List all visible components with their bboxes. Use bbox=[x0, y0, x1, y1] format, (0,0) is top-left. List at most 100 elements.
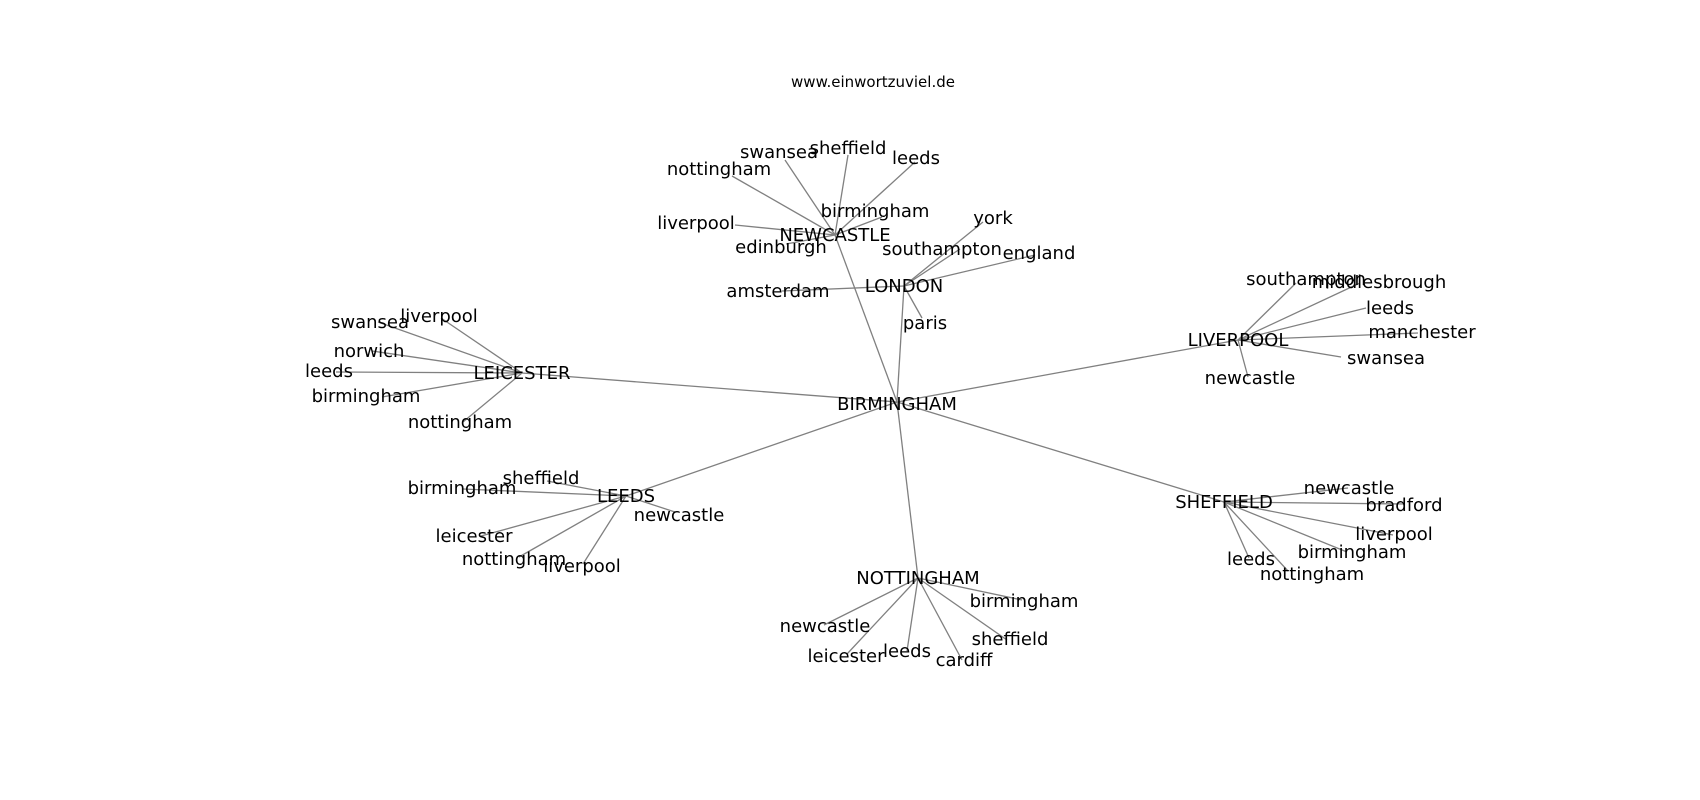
node-hub-leeds-label: LEEDS bbox=[597, 486, 655, 507]
edge-newcastle-sheffield bbox=[834, 154, 849, 236]
node-leaf-liverpool-swansea-label: swansea bbox=[1347, 348, 1425, 369]
node-leaf-liverpool-leeds-label: leeds bbox=[1366, 298, 1414, 319]
edge-sheffield-leeds bbox=[1223, 501, 1250, 559]
edge-newcastle-leeds bbox=[834, 161, 916, 236]
edge-london-paris bbox=[903, 285, 923, 319]
labels-layer: BIRMINGHAM LONDON amsterdam paris york southa… bbox=[305, 138, 1476, 671]
edge-leeds-birmingham bbox=[462, 488, 627, 497]
edge-liverpool-swansea bbox=[1237, 339, 1342, 358]
edge-leeds-leicester bbox=[480, 495, 627, 537]
node-leaf-leeds-leicester-label: leicester bbox=[436, 526, 514, 547]
node-leaf-newcastle-swansea-label: swansea bbox=[740, 142, 818, 163]
node-leaf-nottingham-newcastle-label: newcastle bbox=[780, 616, 871, 637]
edge-sheffield-newcastle bbox=[1223, 487, 1349, 503]
edge-liverpool-southampton bbox=[1237, 282, 1297, 341]
node-leaf-leeds-liverpool-label: liverpool bbox=[543, 556, 621, 577]
node-leaf-sheffield-bradford-label: bradford bbox=[1365, 495, 1442, 516]
node-leaf-leicester-birmingham-label: birmingham bbox=[312, 386, 421, 407]
edge-nottingham-cardiff bbox=[917, 577, 963, 661]
node-leaf-leicester-liverpool-label: liverpool bbox=[400, 306, 478, 327]
node-leaf-london-amsterdam-label: amsterdam bbox=[726, 281, 829, 302]
edge-london-england bbox=[903, 254, 1036, 287]
edge-liverpool-manchester bbox=[1237, 332, 1419, 341]
node-leaf-nottingham-cardiff-label: cardiff bbox=[936, 650, 993, 671]
node-leaf-sheffield-leeds-label: leeds bbox=[1227, 549, 1275, 570]
node-leaf-leicester-swansea-label: swansea bbox=[331, 312, 409, 333]
node-leaf-sheffield-birmingham-label: birmingham bbox=[1298, 542, 1407, 563]
node-leaf-newcastle-birmingham-label: birmingham bbox=[821, 201, 930, 222]
node-leaf-sheffield-liverpool-label: liverpool bbox=[1355, 524, 1433, 545]
edge-leicester-birmingham bbox=[381, 372, 523, 398]
node-leaf-london-york-label: york bbox=[973, 208, 1013, 229]
node-leaf-nottingham-sheffield-label: sheffield bbox=[972, 629, 1049, 650]
site-url-label: www.einwortzuviel.de bbox=[791, 73, 955, 91]
node-hub-nottingham-label: NOTTINGHAM bbox=[856, 568, 979, 589]
edge-nottingham-leeds bbox=[906, 577, 919, 652]
node-leaf-newcastle-nottingham-label: nottingham bbox=[667, 159, 771, 180]
edge-sheffield-liverpool bbox=[1223, 501, 1394, 536]
edge-london-york bbox=[903, 221, 984, 287]
node-leaf-nottingham-birmingham-label: birmingham bbox=[970, 591, 1079, 612]
node-hub-leicester-label: LEICESTER bbox=[474, 363, 571, 384]
edge-leicester-liverpool bbox=[440, 317, 523, 374]
node-leaf-newcastle-sheffield-label: sheffield bbox=[810, 138, 887, 159]
edge-newcastle-liverpool bbox=[734, 224, 836, 236]
node-leaf-nottingham-leicester-label: leicester bbox=[808, 646, 886, 667]
edge-center-nottingham bbox=[896, 401, 919, 579]
edge-leeds-newcastle bbox=[625, 495, 676, 513]
node-leaf-leeds-sheffield-label: sheffield bbox=[503, 468, 580, 489]
edge-center-leeds bbox=[625, 401, 898, 497]
node-leaf-leeds-newcastle-label: newcastle bbox=[634, 505, 725, 526]
node-leaf-london-southampton-label: southampton bbox=[882, 239, 1002, 260]
edge-liverpool-newcastle bbox=[1237, 339, 1249, 378]
edge-center-newcastle bbox=[834, 234, 898, 403]
node-leaf-leicester-leeds-label: leeds bbox=[305, 361, 353, 382]
node-leaf-liverpool-newcastle-label: newcastle bbox=[1205, 368, 1296, 389]
edge-leicester-norwich bbox=[371, 350, 523, 374]
edge-nottingham-sheffield bbox=[917, 577, 1008, 641]
edges-layer bbox=[335, 154, 1419, 661]
node-hub-liverpool-label: LIVERPOOL bbox=[1188, 330, 1289, 351]
node-leaf-liverpool-southampton-label: southampton bbox=[1246, 269, 1366, 290]
edge-center-sheffield bbox=[896, 401, 1225, 503]
edge-leeds-nottingham bbox=[518, 495, 627, 558]
node-leaf-liverpool-manchester-label: manchester bbox=[1368, 322, 1476, 343]
edge-leicester-nottingham bbox=[462, 372, 523, 423]
edge-center-liverpool bbox=[896, 339, 1239, 403]
edge-newcastle-birmingham bbox=[834, 216, 883, 236]
edge-newcastle-nottingham bbox=[731, 175, 836, 236]
edge-nottingham-leicester bbox=[846, 577, 919, 655]
edge-center-london bbox=[896, 285, 905, 403]
node-leaf-sheffield-newcastle-label: newcastle bbox=[1304, 478, 1395, 499]
edge-liverpool-middlesbrough bbox=[1237, 282, 1361, 341]
edge-sheffield-birmingham bbox=[1223, 501, 1348, 553]
node-hub-newcastle-label: NEWCASTLE bbox=[779, 225, 890, 246]
node-hub-sheffield-label: SHEFFIELD bbox=[1175, 492, 1273, 513]
edge-nottingham-birmingham bbox=[917, 577, 1023, 601]
edge-leicester-swansea bbox=[377, 321, 523, 374]
edge-nottingham-newcastle bbox=[823, 577, 919, 626]
node-hub-london-label: LONDON bbox=[865, 276, 944, 297]
edge-sheffield-nottingham bbox=[1223, 501, 1289, 572]
node-leaf-newcastle-edinburgh-label: edinburgh bbox=[735, 237, 827, 258]
edge-newcastle-swansea bbox=[784, 159, 836, 236]
node-leaf-leeds-birmingham-label: birmingham bbox=[408, 478, 517, 499]
node-leaf-nottingham-leeds-label: leeds bbox=[883, 641, 931, 662]
node-center-label: BIRMINGHAM bbox=[837, 394, 957, 415]
node-leaf-sheffield-nottingham-label: nottingham bbox=[1260, 564, 1364, 585]
node-leaf-leicester-nottingham-label: nottingham bbox=[408, 412, 512, 433]
node-leaf-newcastle-liverpool-label: liverpool bbox=[657, 213, 735, 234]
node-leaf-leeds-nottingham-label: nottingham bbox=[462, 549, 566, 570]
edge-center-leicester bbox=[521, 372, 898, 403]
node-leaf-london-paris-label: paris bbox=[903, 313, 947, 334]
edge-liverpool-leeds bbox=[1237, 307, 1367, 341]
node-leaf-london-england-label: england bbox=[1003, 243, 1076, 264]
edge-leicester-leeds bbox=[335, 371, 523, 374]
node-leaf-newcastle-leeds-label: leeds bbox=[892, 148, 940, 169]
node-leaf-leicester-norwich-label: norwich bbox=[334, 341, 405, 362]
edge-newcastle-edinburgh bbox=[785, 234, 836, 245]
node-leaf-liverpool-middlesbrough-label: middlesbrough bbox=[1312, 272, 1447, 293]
edge-london-southampton bbox=[903, 248, 961, 287]
edge-london-amsterdam bbox=[781, 285, 905, 292]
